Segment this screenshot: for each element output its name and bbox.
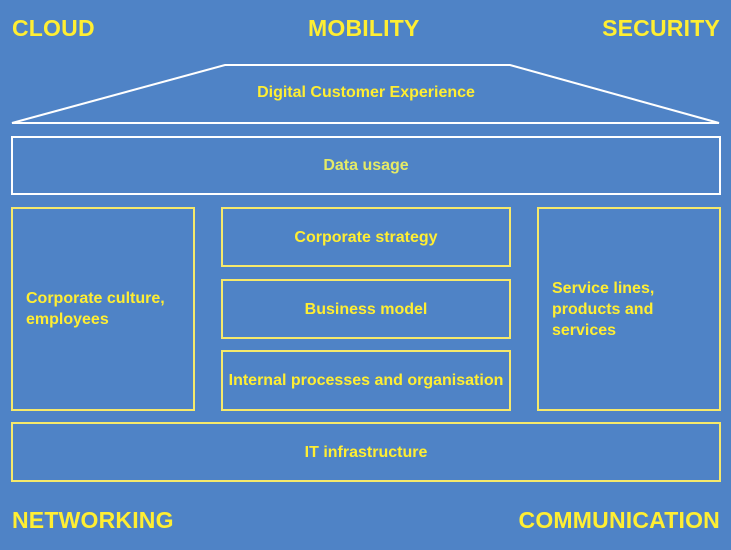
box-corporate-culture: Corporate culture, employees bbox=[11, 207, 195, 411]
label-mobility: MOBILITY bbox=[308, 15, 420, 41]
roof-shape bbox=[11, 64, 720, 124]
label-networking: NETWORKING bbox=[12, 507, 174, 533]
label-cloud: CLOUD bbox=[12, 15, 95, 41]
box-data-usage: Data usage bbox=[11, 136, 721, 195]
box-business-model: Business model bbox=[221, 279, 511, 339]
box-internal-processes: Internal processes and organisation bbox=[221, 350, 511, 411]
box-service-lines: Service lines, products and services bbox=[537, 207, 721, 411]
label-communication: COMMUNICATION bbox=[518, 507, 720, 533]
box-it-infrastructure: IT infrastructure bbox=[11, 422, 721, 482]
box-corporate-strategy: Corporate strategy bbox=[221, 207, 511, 267]
roof-digital-customer-experience: Digital Customer Experience bbox=[257, 84, 475, 101]
label-security: SECURITY bbox=[602, 15, 720, 41]
